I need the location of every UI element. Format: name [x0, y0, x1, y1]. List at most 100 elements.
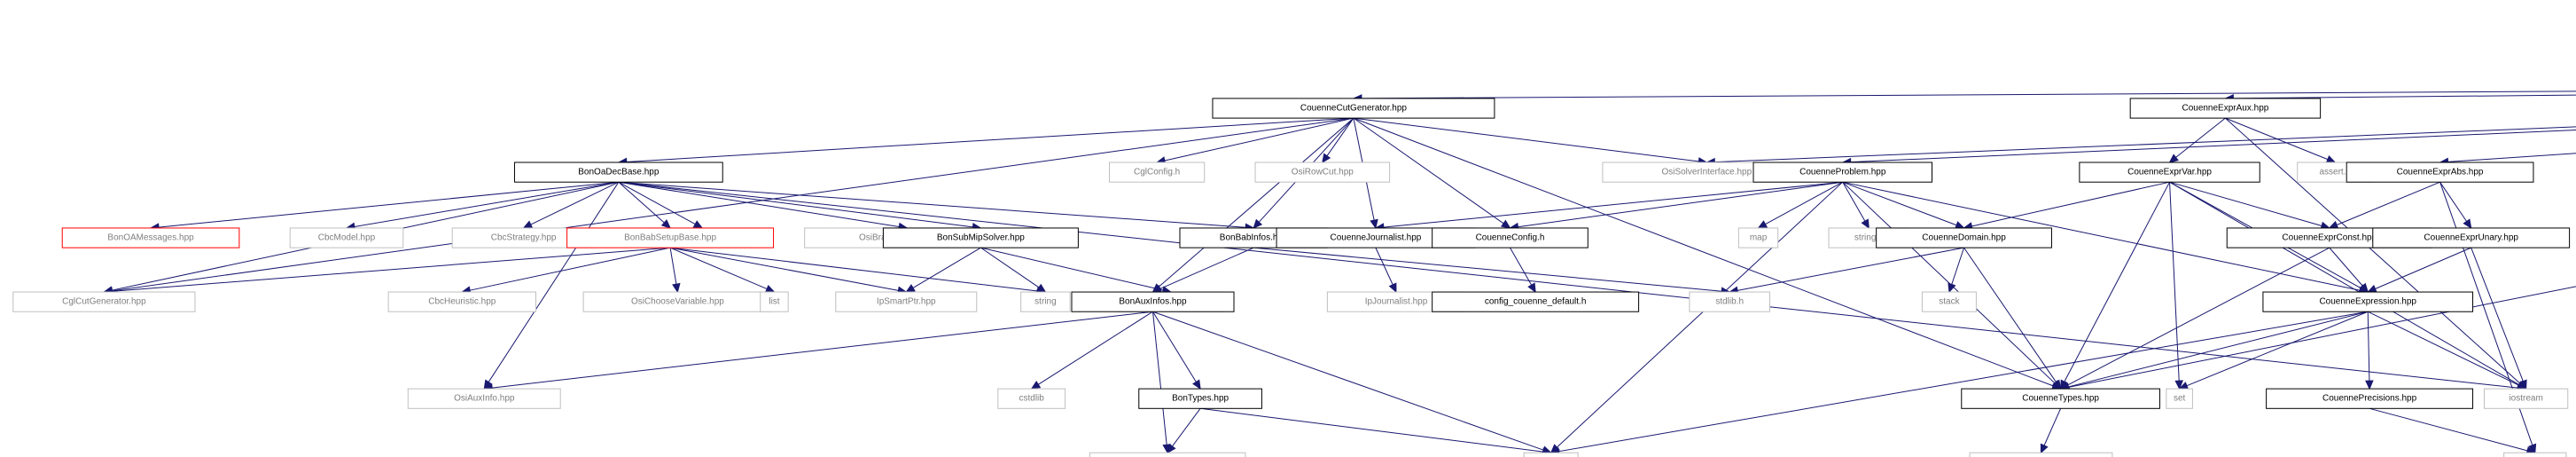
node-box-precisions — [2266, 388, 2474, 409]
node-box-config — [1432, 227, 1589, 248]
node-label-stack: stack — [1939, 297, 1960, 307]
node-label-ipsmart: IpSmartPtr.hpp — [877, 297, 936, 307]
node-cutgen[interactable]: CouenneCutGenerator.hpp — [1212, 98, 1495, 119]
edge-cutgen-to-osisolver — [1353, 117, 1699, 162]
node-oamsg: BonOAMessages.hpp — [61, 227, 240, 248]
node-label-config: CouenneConfig.h — [1476, 233, 1545, 243]
arrowhead-bonoa-to-cointime — [692, 220, 704, 229]
arrowhead-babsetup-to-list — [764, 284, 776, 293]
edge-babsetup-to-osichoose — [669, 248, 677, 285]
edge-root-to-exabs — [2447, 153, 2576, 162]
node-submip[interactable]: BonSubMipSolver.hpp — [882, 227, 1079, 248]
arrowhead-auxinfos-to-bontypes — [1192, 379, 1201, 390]
edge-exaux-to-iostream — [2225, 117, 2521, 384]
node-bontypes[interactable]: BonTypes.hpp — [1138, 388, 1262, 409]
arrowhead-expression-to-precisions — [2365, 380, 2374, 390]
node-label-cbcstrat: CbcStrategy.hpp — [491, 233, 557, 243]
edge-root-to-coutypes — [2068, 286, 2576, 388]
node-box-configdef — [1432, 291, 1640, 312]
node-string: string — [1020, 291, 1071, 312]
node-box-exaux — [2129, 98, 2322, 119]
node-auxinfos[interactable]: BonAuxInfos.hpp — [1071, 291, 1235, 312]
node-label-bonoa: BonOaDecBase.hpp — [578, 168, 660, 177]
edge-bonoa-to-osibranch — [618, 181, 900, 228]
edge-bontypes-to-vector — [1200, 407, 1543, 453]
node-label-set: set — [2174, 394, 2186, 404]
node-exaux[interactable]: CouenneExprAux.hpp — [2129, 98, 2322, 119]
edge-auxinfos-to-cstdlib — [1038, 311, 1153, 385]
node-configdef[interactable]: config_couenne_default.h — [1432, 291, 1640, 312]
node-list: list — [760, 291, 789, 312]
node-exvar[interactable]: CouenneExprVar.hpp — [2079, 162, 2260, 183]
node-box-auxinfos — [1071, 291, 1235, 312]
edge-domain-to-coutypes — [1963, 247, 2057, 382]
edge-expression-to-iostream — [2368, 311, 2519, 386]
node-label-list: list — [769, 297, 779, 307]
node-journalist[interactable]: CouenneJournalist.hpp — [1276, 227, 1476, 248]
edge-exvar-to-domain — [1971, 181, 2170, 227]
edge-expression-to-coutypes — [2068, 311, 2369, 388]
edge-cutgen-to-cglconfig — [1164, 117, 1354, 162]
edge-cutgen-to-bonoa — [626, 117, 1354, 162]
node-precisions[interactable]: CouennePrecisions.hpp — [2266, 388, 2474, 409]
node-label-problem: CouenneProblem.hpp — [1799, 168, 1886, 177]
edge-exunary-to-iostream — [2471, 247, 2524, 382]
edge-auxinfos-to-osiaux — [492, 311, 1153, 389]
node-label-cglconfig: CglConfig.h — [1134, 168, 1180, 177]
node-exabs[interactable]: CouenneExprAbs.hpp — [2346, 162, 2534, 183]
node-label-submip: BonSubMipSolver.hpp — [937, 233, 1025, 243]
node-label-osichoose: OsiChooseVariable.hpp — [631, 297, 724, 307]
node-box-cutgen — [1212, 98, 1495, 119]
edge-babsetup-to-string — [670, 247, 1038, 292]
node-box-ipsmart — [835, 291, 978, 312]
node-iostream: iostream — [2483, 388, 2569, 409]
node-label-assert: assert.h — [2319, 168, 2351, 177]
node-bonoa[interactable]: BonOaDecBase.hpp — [513, 162, 723, 183]
edge-bonoa-to-iostream — [618, 181, 2518, 389]
node-label-ipjournal: IpJournalist.hpp — [1365, 297, 1428, 307]
node-label-exvar: CouenneExprVar.hpp — [2127, 168, 2212, 177]
node-box-exunary — [2372, 227, 2571, 248]
node-label-osisolver: OsiSolverInterface.hpp — [1661, 168, 1752, 177]
node-problem[interactable]: CouenneProblem.hpp — [1752, 162, 1933, 183]
edge-bonoa-to-osiaux — [488, 181, 620, 382]
node-stdlib: stdlib.h — [1689, 291, 1770, 312]
arrowhead-config-to-configdef — [1527, 282, 1536, 294]
node-stack: stack — [1921, 291, 1977, 312]
node-label-bontypes: BonTypes.hpp — [1172, 394, 1229, 404]
edge-babsetup-to-ipsmart — [669, 247, 899, 291]
edge-bontypes-to-coinsmart — [1172, 408, 1201, 447]
edge-cutgen-to-auxinfos — [1158, 117, 1354, 288]
edge-problem-to-domain — [1842, 181, 1957, 226]
node-coinpragma: CoinPragma.hpp — [1969, 452, 2113, 457]
edge-root-to-cutgen — [1361, 91, 2576, 99]
arrowhead-bonoa-to-cbcstrat — [522, 220, 534, 229]
edge-exaux-to-exvar — [2175, 117, 2226, 158]
node-cstdlib: cstdlib — [997, 388, 1066, 409]
node-box-cstdlib — [997, 388, 1066, 409]
edge-root-to-osisolver — [1714, 126, 2576, 163]
node-box-cbcheur — [387, 291, 536, 312]
node-label-precisions: CouennePrecisions.hpp — [2322, 394, 2417, 404]
arrowhead-exabs-to-exunary — [2463, 218, 2472, 229]
edge-problem-to-stringh — [1842, 181, 1866, 222]
node-coutypes[interactable]: CouenneTypes.hpp — [1961, 388, 2160, 409]
node-config[interactable]: CouenneConfig.h — [1432, 227, 1589, 248]
node-label-cbcheur: CbcHeuristic.hpp — [428, 297, 496, 307]
node-label-babinfos: BonBabInfos.hpp — [1220, 233, 1288, 243]
node-expression[interactable]: CouenneExpression.hpp — [2262, 291, 2474, 312]
node-label-osiaux: OsiAuxInfo.hpp — [454, 394, 515, 404]
edge-root-to-exaux — [2233, 94, 2576, 99]
arrowhead-auxinfos-to-cstdlib — [1030, 380, 1042, 390]
node-label-exabs: CouenneExprAbs.hpp — [2397, 168, 2484, 177]
node-box-math — [2503, 452, 2567, 457]
node-coinsmart: CoinSmartPtr.hpp — [1089, 452, 1246, 457]
node-cglcutgen: CglCutGenerator.hpp — [12, 291, 196, 312]
edge-root-to-problem — [1850, 130, 2576, 163]
edge-babinfos-to-stdlib — [1253, 247, 1722, 292]
node-domain[interactable]: CouenneDomain.hpp — [1876, 227, 2052, 248]
node-box-problem — [1752, 162, 1933, 183]
node-exunary[interactable]: CouenneExprUnary.hpp — [2372, 227, 2571, 248]
edge-exvar-to-set — [2169, 182, 2180, 382]
